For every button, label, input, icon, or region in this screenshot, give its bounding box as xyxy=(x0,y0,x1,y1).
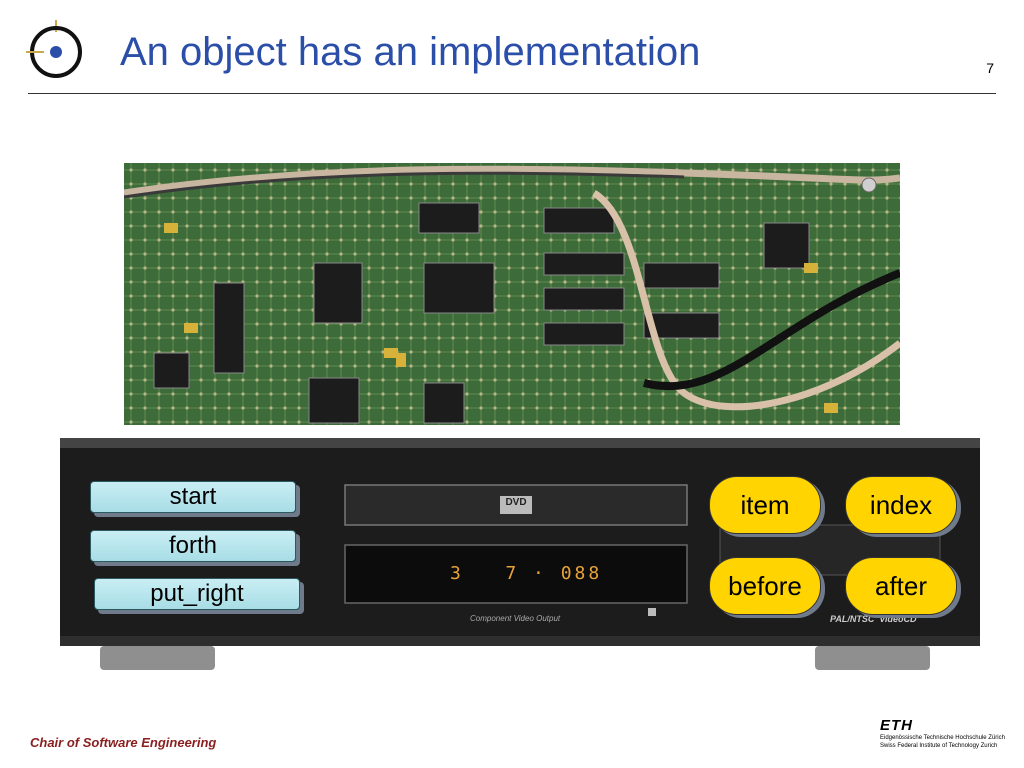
eth-logo: ETH Eidgenössische Technische Hochschule… xyxy=(880,717,1005,758)
circuit-board-image xyxy=(124,163,900,425)
chair-logo-icon xyxy=(26,20,82,78)
dvd-tray-logo: DVD xyxy=(505,497,527,508)
after-query-button[interactable]: after xyxy=(845,557,957,615)
eth-wordmark: ETH xyxy=(880,717,913,734)
item-query-button[interactable]: item xyxy=(709,476,821,534)
footer-chair-name: Chair of Software Engineering xyxy=(30,735,217,750)
eth-line-german: Eidgenössische Technische Hochschule Zür… xyxy=(880,735,1005,741)
forth-command-button[interactable]: forth xyxy=(90,530,296,562)
dvd-display-readout: 3 7 · 088 xyxy=(450,563,603,584)
put-right-command-button[interactable]: put_right xyxy=(94,578,300,610)
page-number: 7 xyxy=(986,60,994,76)
eth-line-english: Swiss Federal Institute of Technology Zu… xyxy=(880,743,998,749)
slide-title: An object has an implementation xyxy=(120,30,701,74)
start-command-button[interactable]: start xyxy=(90,481,296,513)
dvd-front-label: Component Video Output xyxy=(470,614,561,623)
before-query-button[interactable]: before xyxy=(709,557,821,615)
dvd-brand-label: PAL/NTSC VideoCD xyxy=(830,614,917,624)
title-divider xyxy=(28,93,996,94)
index-query-button[interactable]: index xyxy=(845,476,957,534)
